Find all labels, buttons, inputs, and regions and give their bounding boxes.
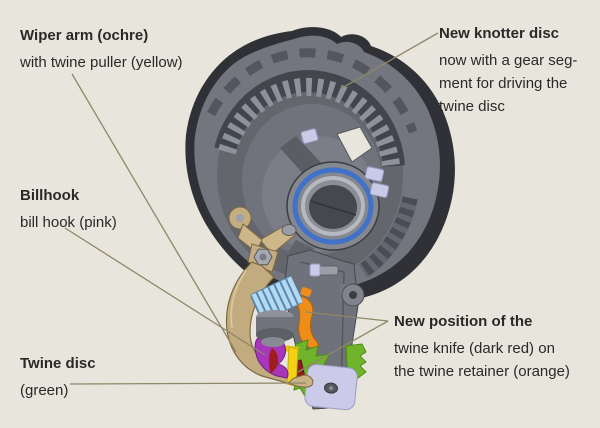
label-knotter-disc-body-2: ment for driving the	[439, 75, 568, 92]
label-new-position: New position of the twine knife (dark re…	[394, 310, 599, 383]
leader-twine-disc	[69, 382, 307, 385]
label-knotter-disc: New knotter disc now with a gear seg- me…	[439, 22, 594, 118]
label-billhook-title: Billhook	[20, 187, 80, 204]
frame-bolt	[317, 265, 339, 276]
disc-cutout	[336, 126, 373, 163]
label-wiper-arm: Wiper arm (ochre) with twine puller (yel…	[20, 24, 183, 74]
label-twine-disc: Twine disc (green)	[20, 352, 96, 402]
bearing-blue-ring	[292, 167, 374, 245]
rim-notch-band	[207, 48, 418, 134]
label-billhook-body: bill hook (pink)	[20, 214, 117, 231]
wiper-arm	[225, 206, 311, 388]
label-knotter-disc-title: New knotter disc	[439, 25, 560, 42]
bolt-top	[300, 128, 319, 144]
leader-retainer	[305, 311, 389, 322]
label-new-position-body-1: twine knife (dark red) on	[394, 340, 555, 357]
gear-shaft	[256, 310, 294, 347]
leader-wiper-arm	[71, 73, 237, 353]
label-twine-disc-title: Twine disc	[20, 355, 96, 372]
foot-bracket	[304, 364, 358, 411]
coarse-gear-segment	[358, 196, 418, 278]
label-twine-disc-body: (green)	[20, 382, 69, 399]
hub-clips	[364, 166, 390, 198]
wiper-arm-hook-tip	[287, 374, 314, 388]
frame-hook	[340, 283, 365, 307]
leader-knife	[297, 320, 389, 373]
label-billhook: Billhook bill hook (pink)	[20, 184, 117, 234]
leader-lines	[64, 32, 439, 385]
twine-knife-upper	[268, 348, 279, 374]
gear-segment-teeth	[214, 70, 405, 167]
label-new-position-body-2: the twine retainer (orange)	[394, 363, 570, 380]
label-wiper-arm-body: with twine puller (yellow)	[20, 54, 183, 71]
leader-billhook	[64, 227, 266, 356]
leader-knotter-disc	[341, 32, 439, 89]
label-knotter-disc-body-3: twine disc	[439, 98, 505, 115]
hub-bore	[309, 185, 357, 229]
label-knotter-disc-body-1: now with a gear seg-	[439, 52, 578, 69]
label-wiper-arm-title: Wiper arm (ochre)	[20, 27, 149, 44]
hub-bearing	[286, 161, 380, 251]
label-new-position-title: New position of the	[394, 313, 533, 330]
